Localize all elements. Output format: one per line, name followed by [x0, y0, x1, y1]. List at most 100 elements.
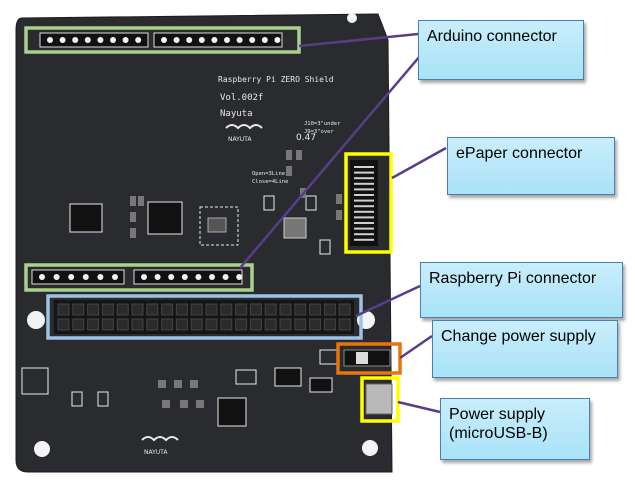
pi-header-pin	[175, 318, 188, 331]
header-pad	[110, 37, 116, 43]
header-pad	[47, 37, 53, 43]
header-pad	[135, 37, 142, 43]
header-pad	[59, 37, 66, 43]
pi-header-pin	[220, 303, 233, 316]
nayuta-logo-bottom: NAYUTA	[141, 436, 179, 456]
header-pad	[84, 37, 91, 43]
pi-header-pin	[294, 318, 307, 331]
board-title-line1: Raspberry Pi ZERO Shield	[218, 75, 334, 84]
pi-header-pin	[235, 318, 248, 331]
header-pad	[72, 37, 79, 43]
pi-header-pin	[220, 318, 233, 331]
pi-header-pin	[87, 303, 100, 316]
pi-header-pin	[146, 303, 159, 316]
header-pad	[97, 37, 104, 43]
pcb-components	[21, 195, 339, 427]
power-supply-highlight	[360, 376, 400, 423]
pi-header-pin	[101, 303, 114, 316]
mounting-hole	[347, 13, 357, 23]
pi-header-pin	[72, 318, 85, 331]
pi-header-pin	[175, 303, 188, 316]
header-pad	[53, 274, 60, 280]
mounting-hole	[34, 441, 50, 457]
fpc-contact	[354, 182, 374, 185]
pi-header-pin	[294, 303, 307, 316]
mounting-hole	[362, 440, 378, 456]
header-pad	[154, 274, 161, 280]
fpc-contact	[354, 177, 374, 180]
fpc-contact	[354, 199, 374, 202]
pi-header-pin	[190, 303, 203, 316]
power-supply-callout: Power supply (microUSB-B)	[440, 398, 590, 460]
power-switch-knob	[356, 352, 368, 364]
header-pad	[112, 274, 118, 280]
header-pad	[224, 37, 230, 43]
pi-header-pin	[205, 318, 218, 331]
header-pad	[68, 274, 75, 280]
power-change-highlight	[336, 342, 402, 375]
pi-header-pin	[279, 303, 292, 316]
epaper-fpc-connector	[350, 160, 378, 246]
pi-header-pin	[116, 303, 129, 316]
svg-text:NAYUTA: NAYUTA	[228, 136, 252, 143]
pi-header-pin	[264, 318, 277, 331]
header-pad	[209, 274, 215, 280]
header-pad	[249, 37, 256, 43]
header-pad	[186, 37, 193, 43]
header-pad	[181, 274, 188, 280]
header-pad	[168, 274, 175, 280]
pi-header-pin	[57, 318, 70, 331]
pi-header-pin	[264, 303, 277, 316]
header-pad	[274, 37, 281, 43]
microusb-port	[365, 383, 393, 415]
header-pad	[97, 274, 104, 280]
pi-header-pin	[338, 318, 351, 331]
arduino-bottom-highlight	[24, 263, 254, 292]
leader-lines	[239, 32, 447, 414]
fpc-contact	[354, 233, 374, 236]
header-pad	[236, 274, 243, 280]
header-pad	[211, 37, 218, 43]
line-note-1: Open=3Line	[252, 171, 285, 177]
header-pad	[39, 274, 45, 280]
fpc-contact	[354, 194, 374, 196]
power-change-callout: Change power supply	[432, 320, 618, 378]
pi-header-pin	[338, 303, 351, 316]
header-pad	[82, 274, 89, 280]
board-title-line2: Vol.002f	[220, 93, 263, 103]
pi-header-pin	[72, 303, 85, 316]
raspberry-pi-header	[54, 300, 354, 334]
resistor-value-label: 0.47	[296, 133, 316, 143]
arduino-top-highlight	[24, 26, 301, 54]
header-pad	[236, 37, 243, 43]
pi-header-pin	[249, 303, 262, 316]
fpc-contact	[354, 205, 374, 208]
arduino-header-top	[39, 32, 283, 48]
pi-header-pin	[323, 318, 336, 331]
fpc-contact	[354, 238, 374, 241]
mounting-hole	[27, 311, 45, 329]
header-pad	[195, 274, 202, 280]
fpc-contact	[354, 166, 374, 168]
pi-header-pin	[131, 318, 144, 331]
pi-header-pin	[323, 303, 336, 316]
pi-header-pin	[279, 318, 292, 331]
pi-header-pin	[87, 318, 100, 331]
fpc-contact	[354, 216, 374, 219]
pi-header-pin	[205, 303, 218, 316]
nayuta-logo-top: NAYUTA	[225, 124, 263, 143]
header-pad	[261, 37, 268, 43]
pi-header-pin	[131, 303, 144, 316]
jumper-note-1: J10=3"under	[304, 121, 341, 127]
pi-header-pin	[309, 318, 322, 331]
pi-header-pin	[309, 303, 322, 316]
fpc-contact	[354, 222, 374, 224]
arduino-callout: Arduino connector	[418, 20, 584, 80]
fpc-contact	[354, 188, 374, 191]
pcb-board	[15, 13, 393, 473]
header-pad	[222, 274, 229, 280]
header-pad	[198, 37, 205, 43]
epaper-highlight	[344, 152, 393, 254]
arduino-header-bottom	[31, 269, 243, 285]
